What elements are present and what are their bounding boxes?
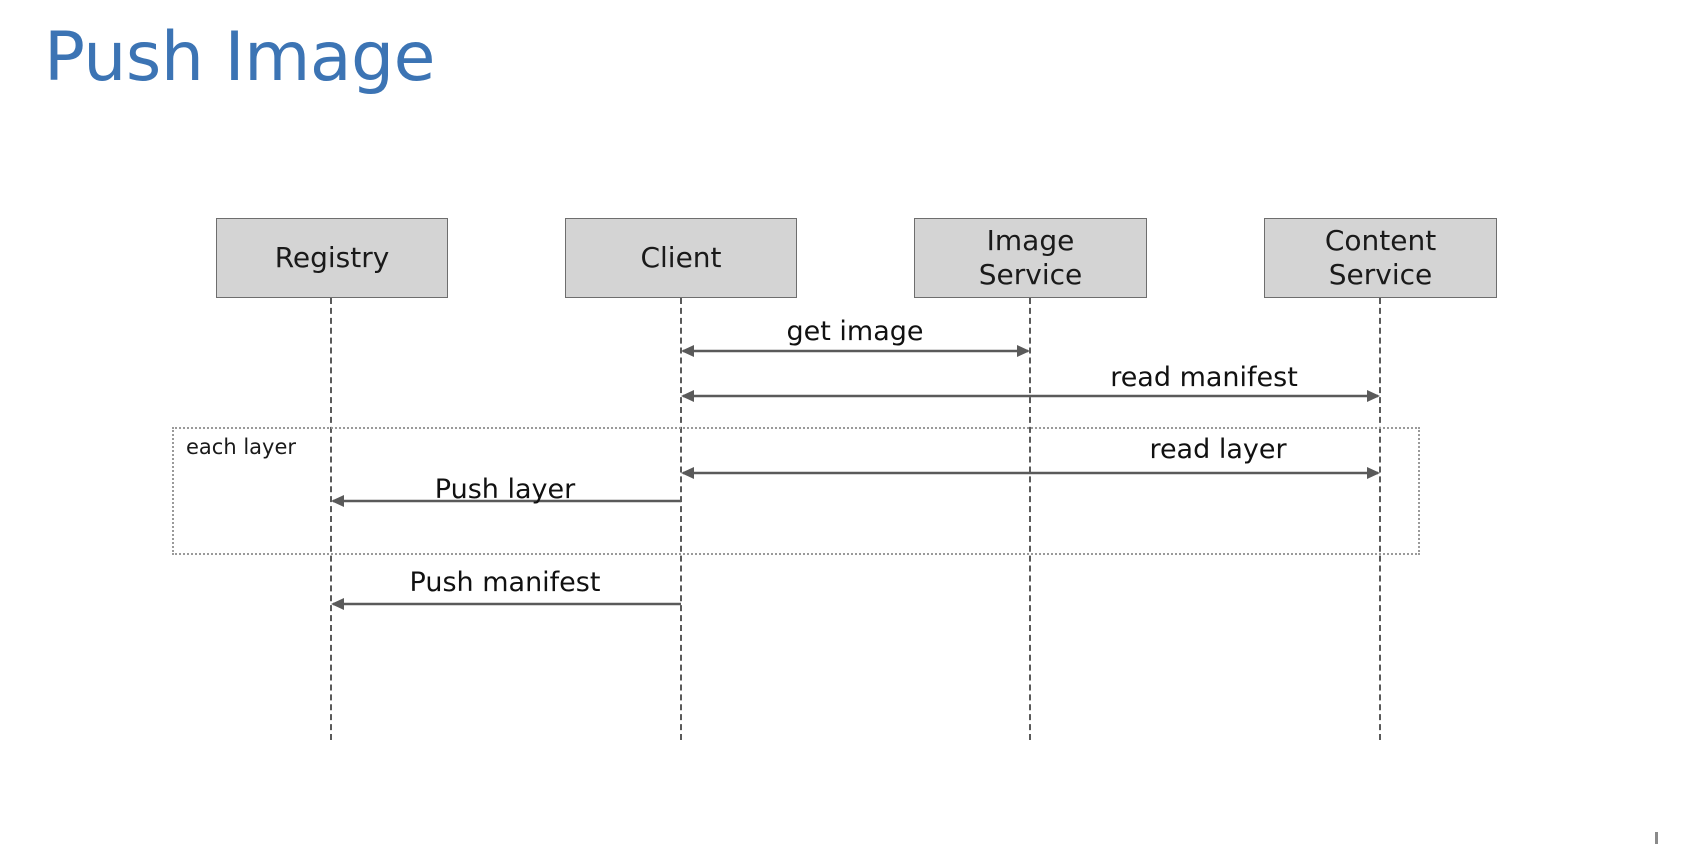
message-label-get-image: get image [786, 316, 924, 347]
fragment-each-layer [172, 427, 1420, 555]
message-label-read-layer: read layer [1149, 434, 1287, 465]
participant-label-registry: Registry [274, 241, 390, 274]
participant-label-image-service: Image Service [978, 224, 1083, 291]
participant-registry[interactable]: Registry [216, 218, 448, 298]
participant-image-service[interactable]: Image Service [914, 218, 1147, 298]
fragment-label-each-layer: each layer [186, 435, 297, 459]
participant-label-content-service: Content Service [1324, 224, 1437, 291]
participant-content-service[interactable]: Content Service [1264, 218, 1497, 298]
participant-client[interactable]: Client [565, 218, 797, 298]
lifeline-registry [330, 298, 332, 740]
lifeline-image-service [1029, 298, 1031, 740]
page-title: Push Image [44, 18, 436, 97]
message-label-push-manifest: Push manifest [409, 567, 601, 598]
message-label-read-manifest: read manifest [1110, 362, 1298, 393]
page-marker [1655, 832, 1658, 844]
lifeline-content-service [1379, 298, 1381, 740]
message-label-push-layer: Push layer [434, 474, 576, 505]
participant-label-client: Client [640, 241, 722, 274]
lifeline-client [680, 298, 682, 740]
